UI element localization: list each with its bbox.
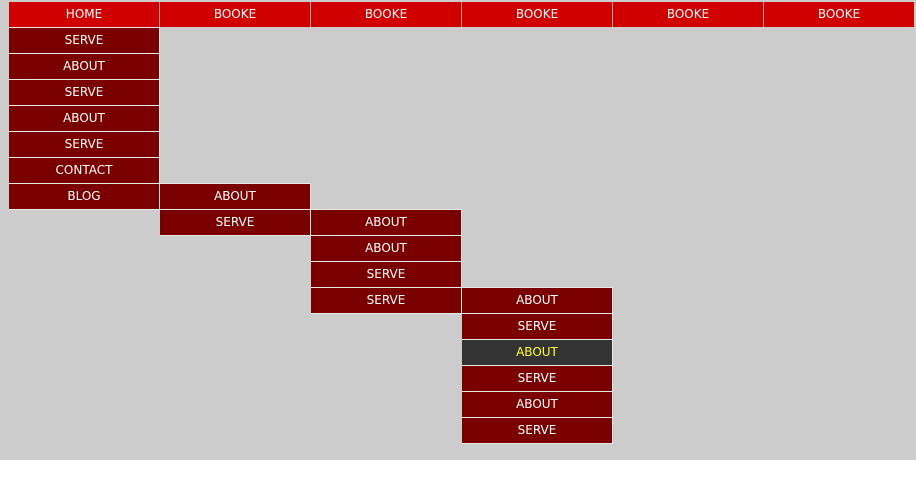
level3-submenu-item-serve-1[interactable]: SERVE	[311, 261, 462, 287]
nav-item-booke-1[interactable]: BOOKE	[160, 2, 311, 27]
nav-item-booke-2[interactable]: BOOKE	[311, 2, 462, 27]
nav-item-booke-5[interactable]: BOOKE	[764, 2, 914, 27]
nav-item-home[interactable]: HOME	[9, 2, 160, 27]
level3-submenu-item-about-1[interactable]: ABOUT	[311, 209, 462, 235]
menu-stage: HOME BOOKE BOOKE BOOKE BOOKE BOOKE SERVE…	[0, 0, 916, 460]
level4-submenu-item-about-3[interactable]: ABOUT	[462, 391, 613, 417]
level3-submenu-item-serve-2[interactable]: SERVE	[311, 287, 462, 314]
blog-submenu-item-serve[interactable]: SERVE	[160, 209, 311, 236]
level4-submenu-item-serve-3[interactable]: SERVE	[462, 417, 613, 444]
top-nav-bar: HOME BOOKE BOOKE BOOKE BOOKE BOOKE	[9, 2, 914, 27]
home-dropdown-menu: SERVE ABOUT SERVE ABOUT SERVE CONTACT BL…	[9, 27, 160, 210]
level3-flyout-menu: ABOUT ABOUT SERVE SERVE	[311, 209, 462, 314]
blog-submenu-item-about[interactable]: ABOUT	[160, 183, 311, 209]
level4-submenu-item-about-1[interactable]: ABOUT	[462, 287, 613, 313]
nav-item-booke-4[interactable]: BOOKE	[613, 2, 764, 27]
blog-flyout-menu: ABOUT SERVE	[160, 183, 311, 236]
home-submenu-item-about-2[interactable]: ABOUT	[9, 105, 160, 131]
home-submenu-item-blog[interactable]: BLOG	[9, 183, 160, 210]
level3-submenu-item-about-2[interactable]: ABOUT	[311, 235, 462, 261]
home-submenu-item-serve-3[interactable]: SERVE	[9, 131, 160, 157]
home-submenu-item-serve-2[interactable]: SERVE	[9, 79, 160, 105]
level4-submenu-item-serve-2[interactable]: SERVE	[462, 365, 613, 391]
nav-item-booke-3[interactable]: BOOKE	[462, 2, 613, 27]
level4-submenu-item-serve-1[interactable]: SERVE	[462, 313, 613, 339]
home-submenu-item-about-1[interactable]: ABOUT	[9, 53, 160, 79]
level4-flyout-menu: ABOUT SERVE ABOUT SERVE ABOUT SERVE	[462, 287, 613, 444]
level4-submenu-item-about-active[interactable]: ABOUT	[462, 339, 613, 365]
home-submenu-item-contact[interactable]: CONTACT	[9, 157, 160, 183]
home-submenu-item-serve-1[interactable]: SERVE	[9, 27, 160, 53]
